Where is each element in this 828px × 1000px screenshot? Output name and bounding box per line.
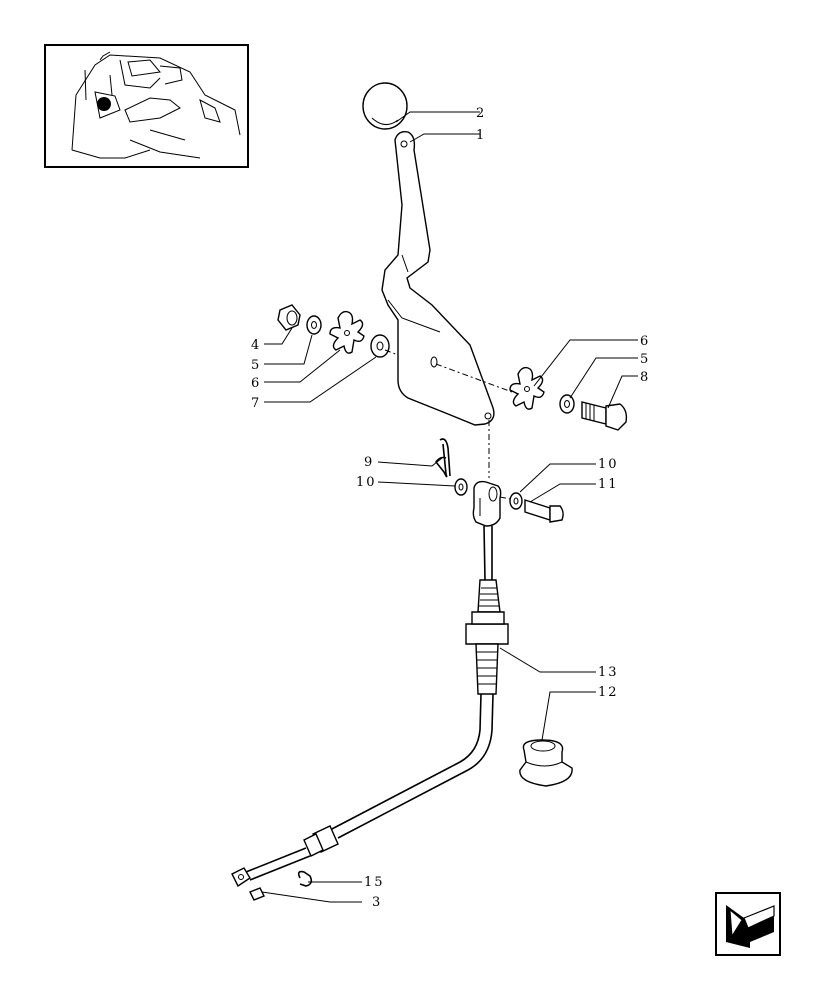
washer-5-right [559,394,575,414]
star-washer-6-right [509,366,545,410]
spring-clip-9 [435,438,451,478]
grommet-12 [519,739,573,787]
shift-lever [381,130,495,426]
pin-11 [524,499,564,523]
callout-5-left: 5 [251,358,261,373]
callout-13: 13 [598,665,619,680]
bolt-8 [581,401,628,431]
callout-10-right: 10 [598,457,619,472]
callout-8: 8 [640,370,650,385]
nut-4 [277,304,301,331]
callout-5-right: 5 [640,352,650,367]
callout-12: 12 [598,685,619,700]
callout-4: 4 [251,338,261,353]
callout-7: 7 [251,396,261,411]
callout-labels: 2 1 4 5 6 7 6 5 8 9 10 10 11 13 12 15 3 [251,106,650,910]
callout-11: 11 [598,477,619,492]
location-thumbnail [44,44,249,168]
spacer-7 [370,334,390,358]
callout-15: 15 [364,875,385,890]
control-cable-13 [245,525,509,881]
leader-lines [261,111,638,903]
callout-2: 2 [476,106,486,121]
callout-1: 1 [476,128,486,143]
retaining-clip-15 [297,870,313,887]
callout-3: 3 [372,895,382,910]
cable-end-3 [231,867,265,901]
washer-10-right [509,492,523,510]
callout-6-left: 6 [251,376,261,391]
callout-6-right: 6 [640,334,650,349]
location-marker-icon [97,97,111,111]
washer-10-left [454,478,468,496]
shift-knob [362,82,408,130]
previous-page-arrow-icon [726,905,775,948]
star-washer-6-left [329,310,365,354]
callout-9: 9 [364,455,374,470]
washer-5-left [306,315,322,335]
cable-clevis [472,480,502,527]
callout-10-left: 10 [356,475,377,490]
previous-page-button[interactable] [715,892,781,956]
